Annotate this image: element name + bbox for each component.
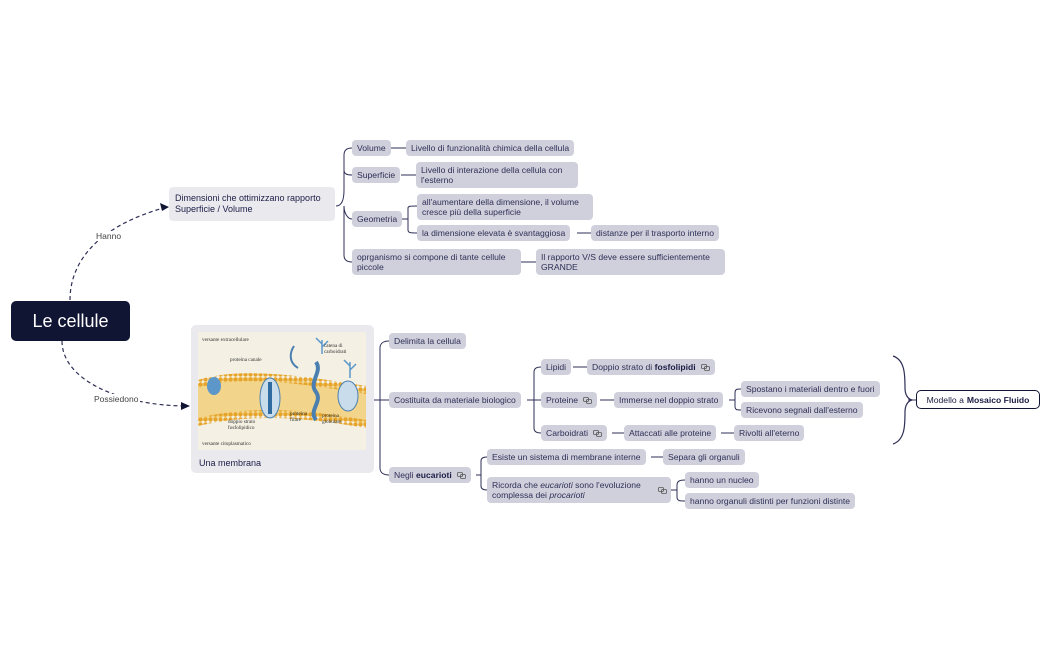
link-icon[interactable] [593,430,602,437]
lipidi-node[interactable]: Lipidi [541,359,572,375]
nucleo-node[interactable]: hanno un nucleo [685,472,759,488]
fosfolipidi-text: Doppio strato di [592,362,655,372]
proteine-label: Proteine [546,395,579,405]
fosfolipidi-node[interactable]: Doppio strato di fosfolipidi [587,359,715,375]
relation-label-possiedono: Possiedono [92,394,141,404]
model-text: Modello a [926,394,964,405]
ricevono-node[interactable]: Ricevono segnali dall'esterno [741,402,863,418]
membrane-image: versante extracellulare proteina canale … [198,332,366,450]
eucarioti-bold: eucarioti [415,470,452,480]
ricorda-procarioti: procarioti [549,490,585,500]
fosfolipidi-bold: fosfolipidi [654,362,696,372]
label-proteina-filare: proteina filare [290,411,307,423]
dimensions-node[interactable]: Dimensioni che ottimizzano rapporto Supe… [169,187,335,221]
svantaggiosa-node[interactable]: la dimensione elevata è svantaggiosa [417,225,571,241]
separa-node[interactable]: Separa gli organuli [663,449,745,465]
ricorda-mid: sono l'evoluzione complessa dei [492,480,641,500]
spostano-node[interactable]: Spostano i materiali dentro e fuori [741,381,880,397]
superficie-node[interactable]: Superficie [352,167,401,183]
geometria-detail-node[interactable]: all'aumentare della dimensione, il volum… [417,194,593,220]
delimita-node[interactable]: Delimita la cellula [389,333,466,349]
eucarioti-node[interactable]: Negli eucarioti [389,467,471,483]
ricorda-text: Ricorda che [492,480,541,490]
label-proteina-globulare: proteina globulare [322,413,342,425]
organuli-node[interactable]: hanno organuli distinti per funzioni dis… [685,493,856,509]
superficie-detail-node[interactable]: Livello di interazione della cellula con… [416,162,578,188]
distanze-node[interactable]: distanze per il trasporto interno [591,225,719,241]
link-icon[interactable] [456,472,466,479]
rapporto-node[interactable]: Il rapporto V/S deve essere sufficientem… [536,249,725,275]
label-doppio-strato: doppio strato fosfolipidico [228,419,256,431]
membrane-illustration [198,337,366,428]
volume-node[interactable]: Volume [352,140,391,156]
sistema-node[interactable]: Esiste un sistema di membrane interne [487,449,646,465]
rivolti-node[interactable]: Rivolti all'eterno [734,425,805,441]
relation-label-hanno: Hanno [94,231,124,241]
eucarioti-text: Negli [394,470,416,480]
costituita-node[interactable]: Costituita da materiale biologico [389,392,521,408]
ricorda-eucarioti: eucarioti [540,480,573,490]
membrane-caption: Una membrana [199,458,262,468]
carboidrati-label: Carboidrati [546,428,589,438]
proteine-node[interactable]: Proteine [541,392,598,408]
link-icon[interactable] [583,397,592,404]
attaccati-node[interactable]: Attaccati alle proteine [624,425,717,441]
link-icon[interactable] [700,364,710,371]
label-citoplasmatico: versante citoplasmatico [202,441,251,447]
link-icon[interactable] [658,487,667,494]
label-extracellulare: versante extracellulare [202,337,249,343]
organismo-node[interactable]: oprganismo si compone di tante cellule p… [352,249,521,275]
carboidrati-node[interactable]: Carboidrati [541,425,608,441]
label-proteina-canale: proteina canale [230,357,262,363]
label-carboidrati: catena di carboidrati [324,343,347,355]
ricorda-node[interactable]: Ricorda che eucarioti sono l'evoluzione … [487,477,671,503]
geometria-node[interactable]: Geometria [352,211,403,227]
volume-detail-node[interactable]: Livello di funzionalità chimica della ce… [406,140,575,156]
model-bold: Mosaico Fluido [966,394,1030,405]
root-node[interactable]: Le cellule [11,301,130,341]
immerse-node[interactable]: Immerse nel doppio strato [614,392,724,408]
